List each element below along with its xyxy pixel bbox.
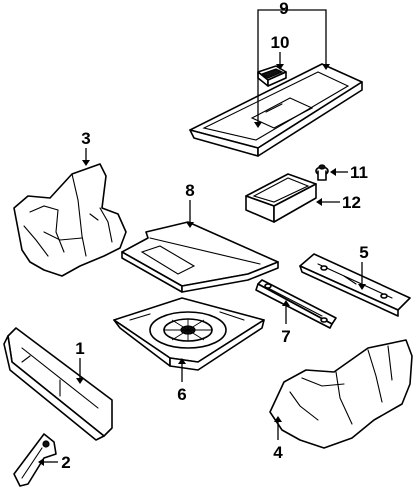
grommet-part[interactable] xyxy=(315,164,329,181)
callout-10: 10 xyxy=(271,33,290,52)
callout-8: 8 xyxy=(185,181,194,200)
callout-12: 12 xyxy=(342,193,361,212)
callout-11: 11 xyxy=(350,163,368,182)
callout-3: 3 xyxy=(81,129,90,148)
trunk-mat-part[interactable] xyxy=(121,221,279,293)
package-tray-part[interactable] xyxy=(189,63,363,157)
bracket-right-part[interactable] xyxy=(299,253,411,317)
trunk-board-part[interactable] xyxy=(3,327,113,441)
callout-6: 6 xyxy=(177,385,186,404)
leader-lines xyxy=(38,9,366,466)
clip-part[interactable] xyxy=(257,65,287,87)
callout-2: 2 xyxy=(61,453,70,472)
callout-7: 7 xyxy=(281,327,290,346)
side-trim-left-part[interactable] xyxy=(13,163,127,277)
callout-9: 9 xyxy=(279,0,288,18)
spare-tire-well-part[interactable] xyxy=(113,297,265,371)
callout-5: 5 xyxy=(359,243,368,262)
storage-box-part[interactable] xyxy=(245,173,317,223)
callout-4: 4 xyxy=(273,443,283,462)
callout-1: 1 xyxy=(75,339,84,358)
hinge-bracket-part[interactable] xyxy=(13,433,57,487)
support-rail-part[interactable] xyxy=(255,279,337,329)
side-trim-right-part[interactable] xyxy=(269,339,413,449)
